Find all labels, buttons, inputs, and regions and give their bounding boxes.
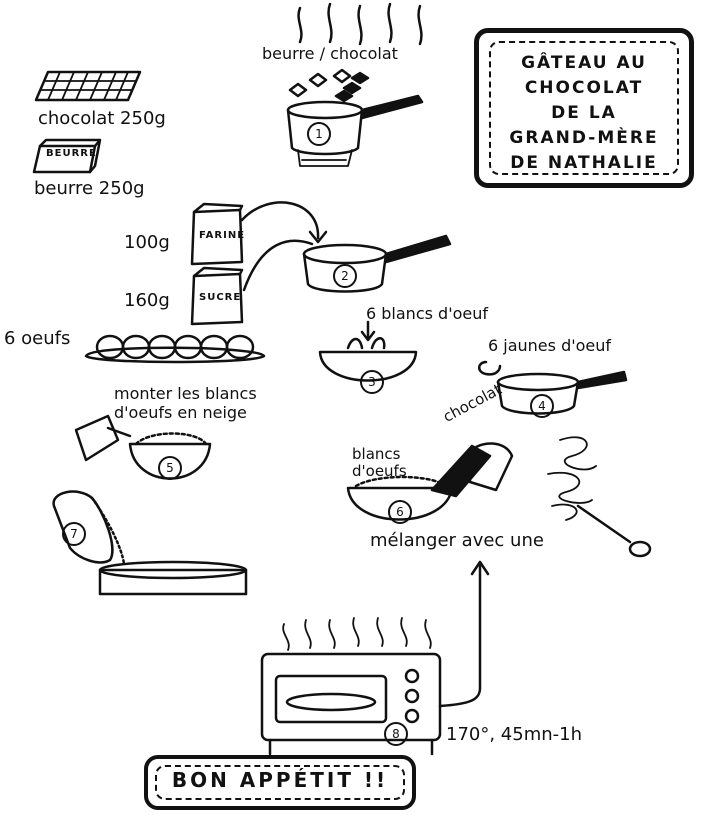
cake-mold-step7-icon — [52, 490, 248, 596]
step6-egg-whites-label: blancs d'oeufs — [352, 445, 407, 480]
step-number-4: 4 — [530, 394, 554, 418]
butter-pack-label: BEURRE — [46, 148, 97, 159]
step-number-6: 6 — [388, 500, 412, 524]
sugar-quantity-label: 160g — [124, 290, 170, 311]
step3-label: 6 blancs d'oeuf — [366, 304, 488, 323]
step-number-1: 1 — [307, 122, 331, 146]
butter-quantity-label: beurre 250g — [34, 178, 145, 199]
chimney-pipe — [438, 564, 482, 708]
butter-block-icon — [32, 138, 102, 174]
oven-temperature-label: 170°, 45mn-1h — [446, 724, 583, 745]
arrow-flour — [240, 201, 320, 240]
steam-swirl-icon — [547, 436, 597, 521]
step1-label: beurre / chocolat — [262, 44, 398, 63]
sugar-bag-icon — [190, 266, 244, 326]
whisk-bowl-step5-icon — [74, 414, 212, 480]
oven-step8-icon — [260, 617, 442, 756]
eggs-tray-icon — [84, 334, 266, 364]
recipe-title-box: GÂTEAU AU CHOCOLAT DE LA GRAND-MÈRE DE N… — [474, 28, 694, 188]
chocolate-bar-icon — [34, 70, 142, 102]
step4-label: 6 jaunes d'oeuf — [488, 336, 612, 355]
step-number-7: 7 — [62, 522, 86, 546]
flour-bag-label: FARINE — [199, 230, 246, 241]
pan-step1-icon — [286, 2, 424, 167]
sugar-bag-label: SUCRE — [199, 292, 242, 303]
bon-appetit-box: BON APPÉTIT !! — [144, 755, 416, 810]
bon-appetit-text: BON APPÉTIT !! — [171, 768, 389, 792]
step-number-3: 3 — [360, 370, 384, 394]
flour-bag-icon — [190, 202, 244, 266]
step-number-5: 5 — [158, 456, 182, 480]
spoon-icon — [576, 504, 652, 558]
pan-step2-icon — [302, 234, 452, 293]
eggs-quantity-label: 6 oeufs — [4, 328, 71, 349]
chocolate-quantity-label: chocolat 250g — [38, 108, 166, 129]
step-number-2: 2 — [333, 264, 357, 288]
step-number-8: 8 — [384, 722, 408, 746]
mix-instruction-label: mélanger avec une — [370, 530, 544, 551]
flour-quantity-label: 100g — [124, 232, 170, 253]
step5-label: monter les blancs d'oeufs en neige — [114, 384, 257, 422]
recipe-title: GÂTEAU AU CHOCOLAT DE LA GRAND-MÈRE DE N… — [509, 53, 659, 173]
arrow-sugar — [242, 239, 314, 292]
